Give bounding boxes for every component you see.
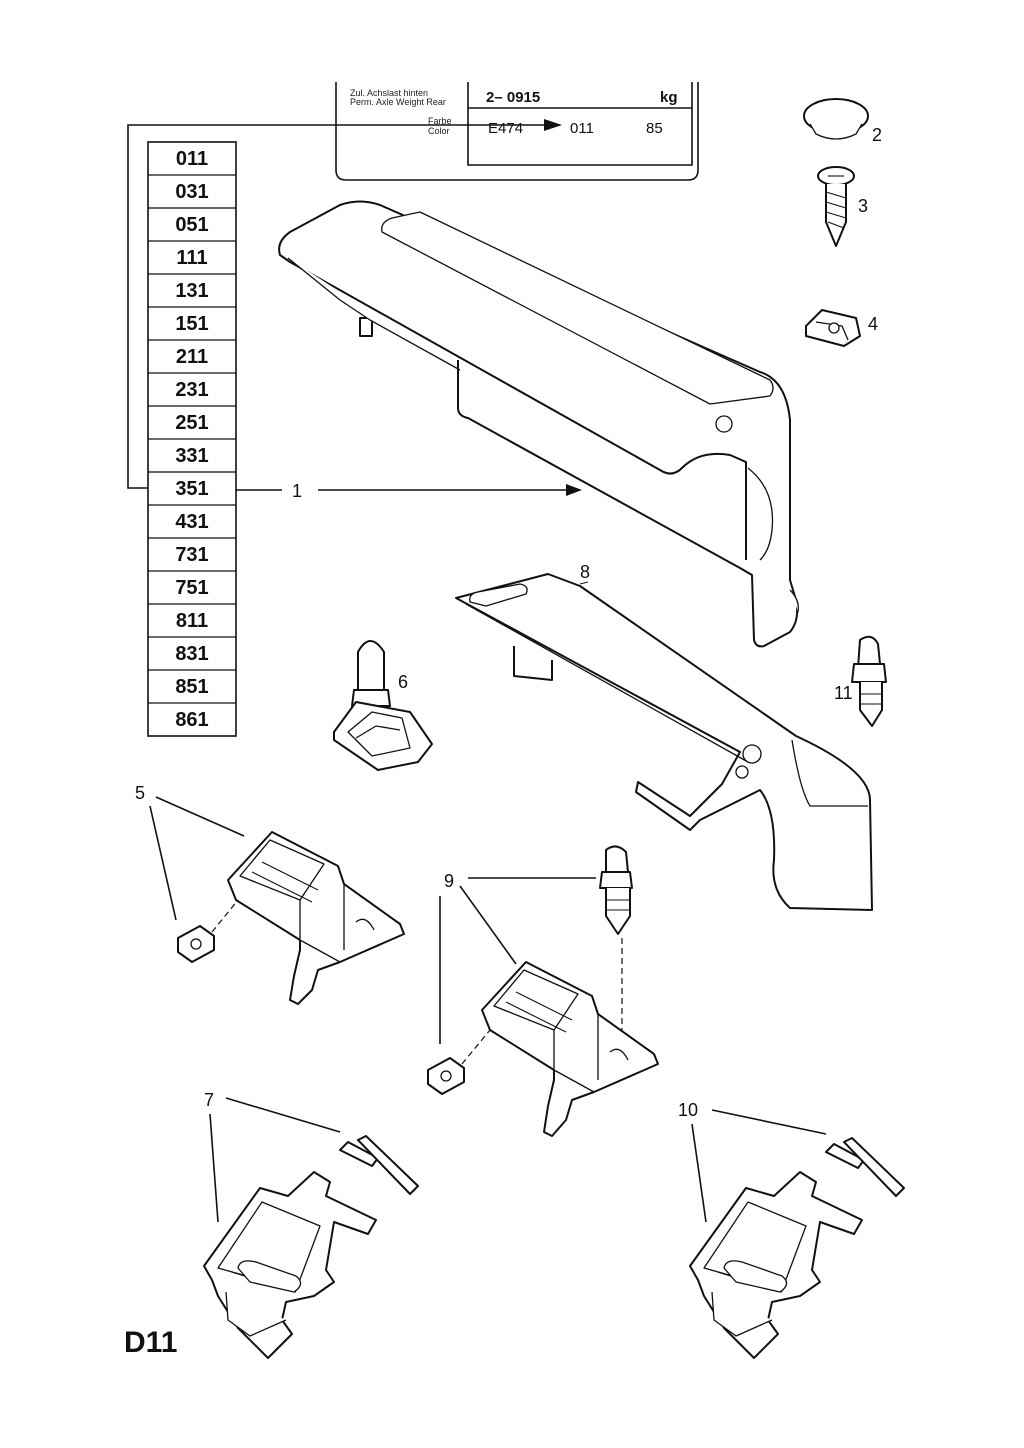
plate-axle-label-de: Zul. Achslast hinten <box>350 88 428 98</box>
color-code-cell: 851 <box>175 676 208 698</box>
callout-2: 2 <box>872 125 882 145</box>
callout-8: 8 <box>580 562 590 582</box>
color-code-cell: 811 <box>176 610 208 632</box>
plate-weight-value: 2– 0915 <box>486 89 540 106</box>
callout-11: 11 <box>834 683 853 703</box>
color-code-cell: 211 <box>176 346 208 368</box>
color-code-cell: 011 <box>176 148 208 170</box>
color-code-cell: 831 <box>175 643 208 665</box>
plate-color-label-en: Color <box>428 126 450 136</box>
callout-5: 5 <box>135 783 145 803</box>
plate-arrow-icon <box>544 119 562 131</box>
callout-4: 4 <box>868 314 878 334</box>
plate-color-ref: E474 <box>488 120 523 137</box>
plate-axle-label-en: Perm. Axle Weight Rear <box>350 97 446 107</box>
color-code-cell: 111 <box>176 247 207 269</box>
clip-nut-part: 4 <box>805 309 878 347</box>
callout-10: 10 <box>678 1100 698 1120</box>
screw-part: 3 <box>817 166 868 247</box>
color-code-cell: 051 <box>175 214 208 236</box>
small-trim-cover-part: 8 <box>455 562 873 911</box>
color-code-table: 011 031 051 111 131 151 211 231 251 331 351 431 731 7… <box>147 141 237 737</box>
callout-6: 6 <box>398 672 408 692</box>
callout-1: 1 <box>292 481 302 501</box>
cap-part: 2 <box>803 98 882 145</box>
trim-cover-part <box>278 200 799 648</box>
color-code-cell: 331 <box>175 445 208 467</box>
callout-9: 9 <box>444 871 454 891</box>
id-plate: Zul. Achslast hinten Perm. Axle Weight R… <box>335 82 699 181</box>
arrow-icon <box>566 484 582 496</box>
color-code-cell: 351 <box>175 478 208 500</box>
plate-weight-unit: kg <box>660 89 678 106</box>
color-code-cell: 031 <box>175 181 208 203</box>
cup-fastener-part-10: 10 <box>678 1100 905 1359</box>
holder-part-5: 5 <box>135 783 405 1005</box>
color-code-cell: 431 <box>175 511 208 533</box>
plate-color-code: 011 <box>570 120 594 137</box>
page-code: D11 <box>124 1326 177 1359</box>
holder-part-9: 9 <box>427 845 659 1137</box>
callout-line-1: 1 <box>236 481 582 501</box>
color-code-cell: 251 <box>175 412 208 434</box>
plate-color-label-de: Farbe <box>428 116 452 126</box>
color-code-cell: 731 <box>175 544 208 566</box>
cup-fastener-part-7: 7 <box>203 1090 419 1359</box>
color-code-cell: 231 <box>175 379 208 401</box>
push-pin-part: 11 <box>834 635 887 727</box>
color-code-cell: 751 <box>175 577 208 599</box>
callout-7: 7 <box>204 1090 214 1110</box>
callout-3: 3 <box>858 196 868 216</box>
stud-bracket-part: 6 <box>333 640 433 771</box>
color-bracket <box>127 119 562 489</box>
plate-color-num: 85 <box>646 120 663 137</box>
color-code-cell: 131 <box>175 280 208 302</box>
color-code-cell: 151 <box>175 313 208 335</box>
color-code-cell: 861 <box>175 709 208 731</box>
